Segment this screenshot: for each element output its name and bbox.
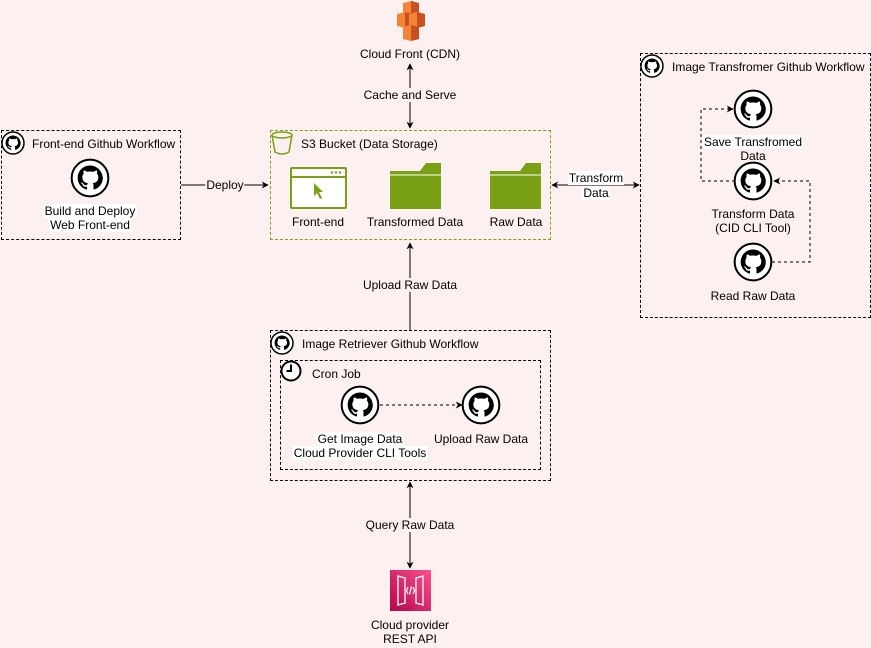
github-icon (733, 89, 773, 129)
transform-data-line2: (CID CLI Tool) (715, 221, 791, 235)
upload-raw-data-step: Upload Raw Data (433, 432, 529, 446)
cdn-label: Cloud Front (CDN) (359, 47, 461, 61)
edge-label-deploy: Deploy (205, 178, 245, 192)
folder-transformed-icon (390, 163, 441, 209)
s3-item-raw: Raw Data (489, 215, 543, 229)
github-icon (640, 54, 664, 78)
github-icon (461, 385, 501, 425)
get-image-data-line1: Get Image Data (316, 432, 404, 446)
retriever-workflow-group (270, 330, 551, 481)
github-icon (733, 161, 773, 201)
s3-item-frontend: Front-end (291, 215, 345, 229)
save-transformed-line2: Data (740, 149, 766, 163)
browser-window-icon (290, 167, 347, 209)
folder-raw-icon (490, 163, 541, 209)
github-icon (1, 131, 25, 155)
frontend-step-line1: Build and Deploy (43, 204, 137, 218)
transformer-workflow-title: Image Transfromer Github Workflow (672, 60, 865, 74)
edge-label-transform-1: Transform (567, 171, 625, 185)
github-icon (340, 385, 380, 425)
edge-label-upload: Upload Raw Data (361, 278, 459, 292)
transform-data-line1: Transform Data (711, 207, 795, 221)
get-image-data-line2: Cloud Provider CLI Tools (292, 446, 428, 460)
frontend-workflow-title: Front-end Github Workflow (32, 137, 176, 151)
edge-label-transform-2: Data (582, 186, 610, 200)
edge-transform-save (700, 105, 735, 182)
api-label-line2: REST API (383, 632, 437, 646)
read-raw-data-label: Read Raw Data (710, 289, 796, 303)
s3-title: S3 Bucket (Data Storage) (301, 137, 438, 151)
edge-label-query: Query Raw Data (364, 518, 456, 532)
save-transformed-line1: Save Transfromed (702, 135, 804, 149)
cron-job-group (280, 360, 541, 470)
s3-bucket-icon (271, 131, 293, 155)
api-gateway-icon (390, 570, 431, 611)
github-icon (733, 242, 773, 282)
edge-read-transform (772, 177, 811, 263)
frontend-workflow-group (1, 130, 181, 240)
s3-item-transformed: Transformed Data (366, 215, 464, 229)
github-icon (70, 158, 110, 198)
frontend-step-line2: Web Front-end (49, 218, 131, 232)
github-icon (270, 331, 294, 355)
s3-bucket-group (270, 130, 551, 240)
api-label-line1: Cloud provider (370, 618, 450, 632)
cron-job-label: Cron Job (312, 367, 361, 381)
clock-icon (280, 360, 302, 382)
edge-label-cache: Cache and Serve (362, 88, 458, 102)
cloudfront-icon (397, 1, 425, 41)
retriever-workflow-title: Image Retriever Github Workflow (302, 337, 479, 351)
